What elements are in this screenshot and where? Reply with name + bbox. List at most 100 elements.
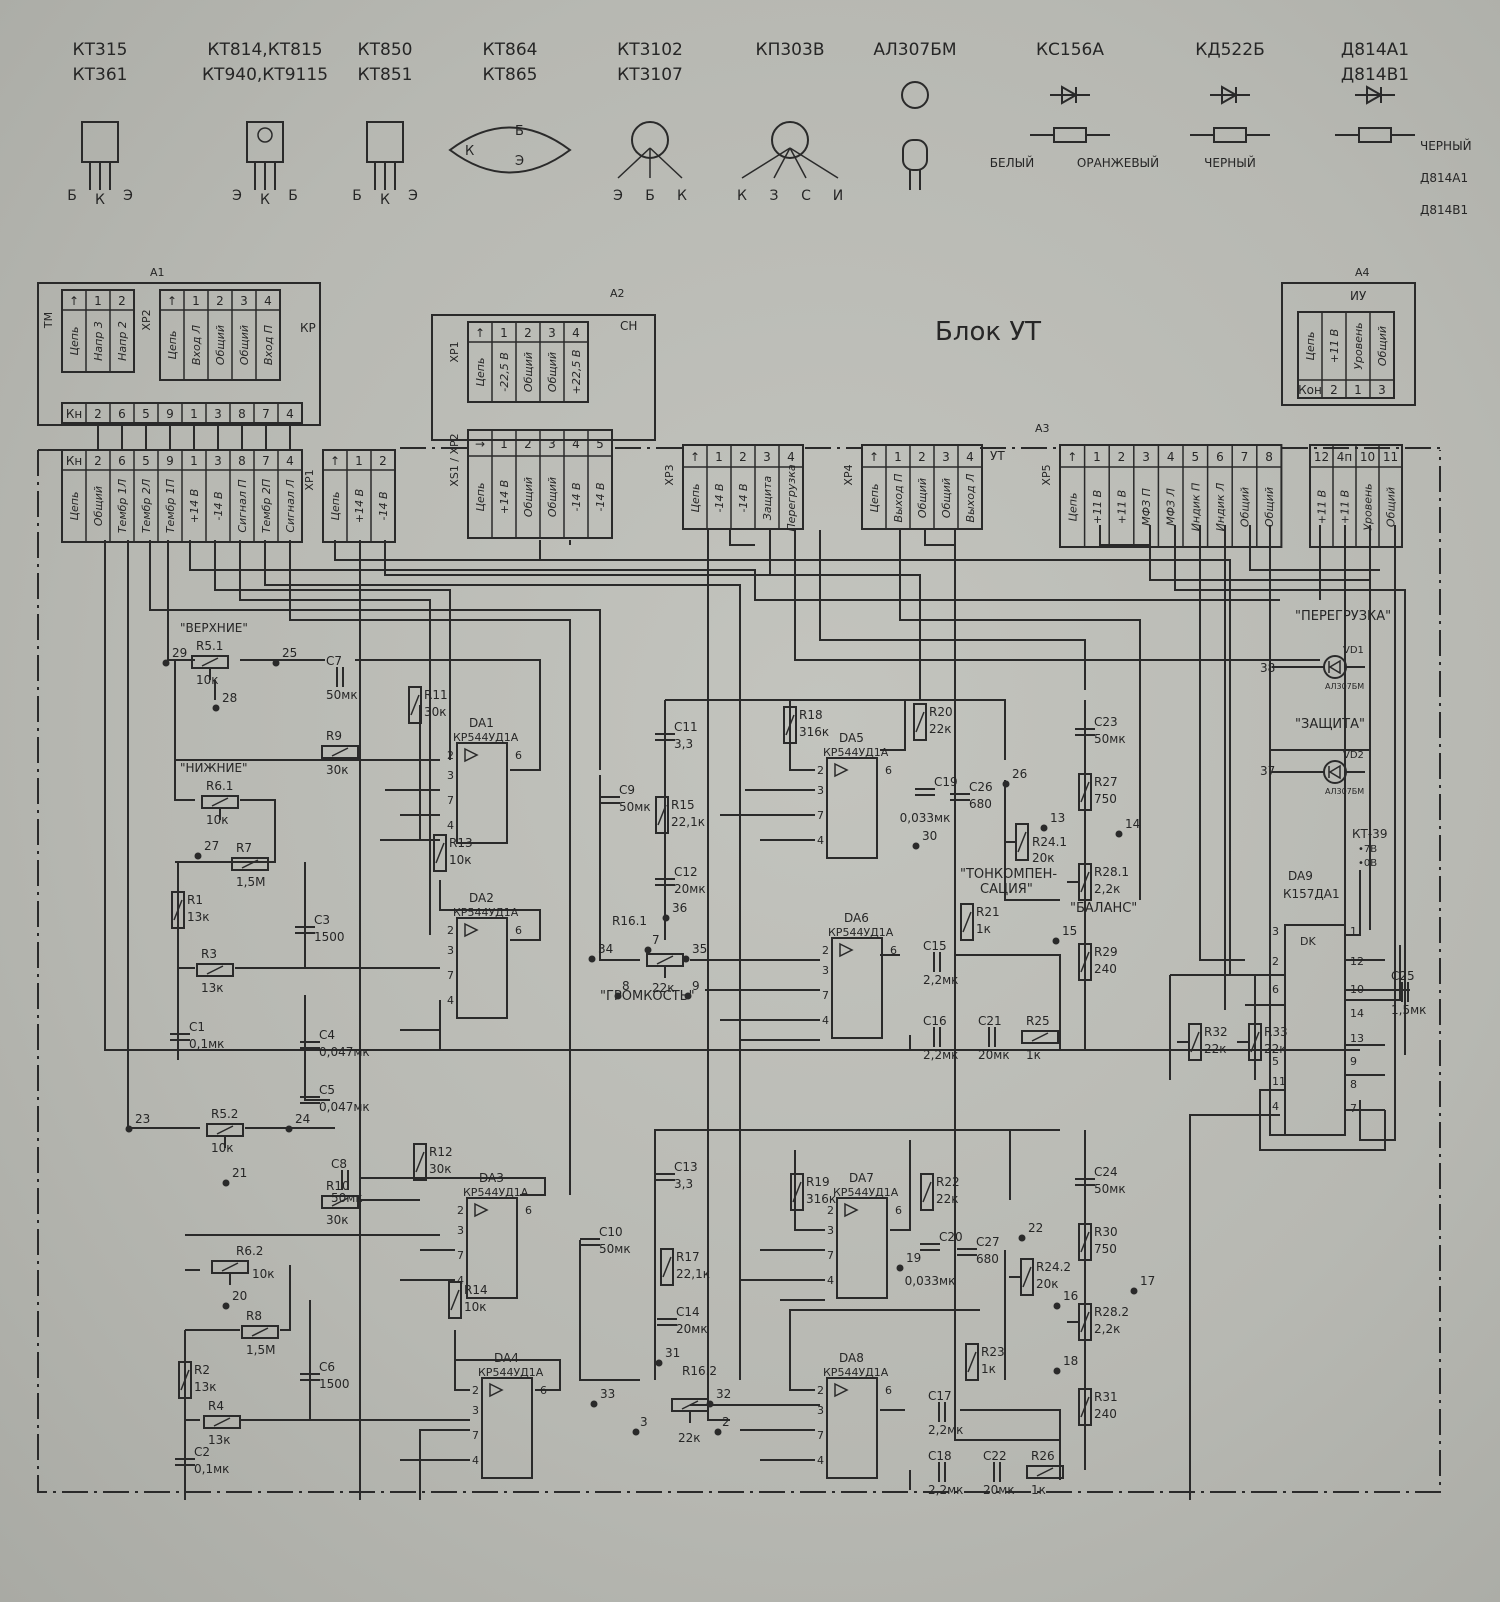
opamp-triangle-icon — [839, 942, 854, 958]
opamp-da8 — [826, 1377, 878, 1479]
opamp-triangle-icon — [474, 1202, 489, 1218]
connector-pin-name: Общий — [1263, 487, 1276, 527]
opamp-pin-number: 7 — [827, 1249, 834, 1262]
resistor-r17 — [660, 1248, 674, 1286]
wire — [304, 995, 330, 1101]
component-ref: C27 — [976, 1235, 1000, 1249]
opamp-pin-number: 7 — [817, 809, 824, 822]
resistor-symbol-icon — [321, 745, 359, 759]
component-ref: R11 — [424, 688, 448, 702]
component-value: 0,1мк — [189, 1037, 224, 1051]
connector-pin-number: 1 — [192, 294, 200, 308]
component-value: 2,2мк — [923, 973, 958, 987]
connector-pin-name: Общий — [546, 352, 559, 392]
component-value: 1к — [1026, 1048, 1041, 1062]
component-value: 30к — [326, 1213, 349, 1227]
junction-dot — [714, 1428, 722, 1436]
opamp-pin-number: 2 — [827, 1204, 834, 1217]
wire-color-label: Д814В1 — [1420, 203, 1468, 217]
resistor-r26 — [1026, 1465, 1064, 1479]
component-type-label: КТ850 — [358, 40, 413, 60]
resistor-mark — [415, 1151, 425, 1173]
connector-pin-number: ↑ — [690, 450, 700, 464]
opamp-pin-number: 6 — [515, 749, 522, 762]
wire-color-label: ОРАНЖЕВЫЙ — [1077, 155, 1159, 170]
opamp-triangle-icon — [489, 1382, 504, 1398]
node-number: 18 — [1063, 1354, 1078, 1368]
resistor-mark — [173, 899, 183, 921]
connector-pin-name: -14 В — [737, 483, 750, 512]
component-type-label: КТ3107 — [617, 65, 683, 85]
wire — [1345, 945, 1401, 1001]
connector-pin-number: 1 — [715, 450, 723, 464]
ic-pin-number: 10 — [1350, 983, 1364, 996]
connector-pin-name: Цепь — [68, 327, 81, 356]
component-ref: R21 — [976, 905, 1000, 919]
component-ref: C23 — [1094, 715, 1118, 729]
connector-pin-number: 1 — [500, 326, 508, 340]
diode-icon — [1050, 85, 1090, 105]
connector-pin-name: +14 В — [498, 480, 511, 514]
diode-package-icon — [1213, 127, 1247, 143]
wire-color-label: ЧЕРНЫЙ — [1204, 155, 1256, 170]
component-type-label: КТ864 — [483, 40, 538, 60]
connector-pin-name: Общий — [1385, 487, 1398, 527]
connector-frame — [861, 444, 983, 530]
connector-pin-number: 9 — [166, 407, 174, 421]
connector-pin-name: МФЗ Л — [1165, 488, 1178, 526]
junction-dot — [632, 1428, 640, 1436]
component-value: 22,1к — [671, 815, 705, 829]
connector-pin-number: 2 — [524, 437, 532, 451]
resistor-mark — [180, 1369, 190, 1391]
component-type-label: Д814А1 — [1341, 40, 1409, 60]
connector-pin-number: 1 — [355, 454, 363, 468]
opamp-pin-number: 6 — [525, 1204, 532, 1217]
opamp-type: КР544УД1А — [478, 1366, 544, 1379]
connector-pin-name: Цепь — [689, 484, 702, 513]
resistor-mark — [1080, 951, 1090, 973]
opamp-da1 — [456, 742, 508, 844]
connector-pin-number: 5 — [142, 454, 150, 468]
connector-pin-number: 1 — [500, 437, 508, 451]
diode-icon — [1210, 85, 1250, 105]
opamp-pin-number: 3 — [827, 1224, 834, 1237]
component-value: 30к — [429, 1162, 452, 1176]
node-number: 37 — [1260, 764, 1275, 778]
wire — [599, 775, 640, 961]
block-name: СН — [620, 319, 637, 333]
junction-dot — [212, 704, 220, 712]
resistor-r28-2 — [1078, 1303, 1092, 1341]
resistor-mark — [1250, 1031, 1260, 1053]
opamp-body — [826, 1377, 878, 1479]
node-number: 35 — [692, 942, 707, 956]
connector-pin-number: ↑ — [69, 294, 79, 308]
component-ref: C2 — [194, 1445, 210, 1459]
component-value: 1,5М — [246, 1343, 275, 1357]
opamp-da7 — [836, 1197, 888, 1299]
resistor-r22 — [920, 1173, 934, 1211]
block-a1-frame — [37, 282, 321, 426]
component-type-label: АЛ307БМ — [873, 40, 956, 60]
junction-dot — [1130, 1287, 1138, 1295]
opamp-body — [481, 1377, 533, 1479]
opamp-type: КР544УД1А — [453, 731, 519, 744]
connector-pin-number: 4 — [787, 450, 795, 464]
wire — [174, 660, 195, 801]
wire — [899, 530, 1141, 900]
opamp-ref: DA1 — [469, 716, 494, 730]
component-value: 22,1к — [676, 1267, 710, 1281]
component-value: 10к — [449, 853, 472, 867]
connector-pin-name: Общий — [92, 486, 105, 526]
wire — [729, 530, 755, 546]
resistor-symbol-icon — [1020, 1258, 1034, 1296]
resistor-r9 — [321, 745, 359, 759]
opamp-triangle-icon — [834, 762, 849, 778]
opamp-pin-number: 6 — [885, 764, 892, 777]
connector-pin-name: Защита — [761, 476, 774, 521]
node-number: 16 — [1063, 1289, 1078, 1303]
resistor-symbol-icon — [1078, 1223, 1092, 1261]
component-ref: R4 — [208, 1399, 224, 1413]
pin-label: Б — [515, 124, 524, 139]
resistor-mark — [1080, 781, 1090, 803]
component-type-label: КП303В — [756, 40, 825, 60]
